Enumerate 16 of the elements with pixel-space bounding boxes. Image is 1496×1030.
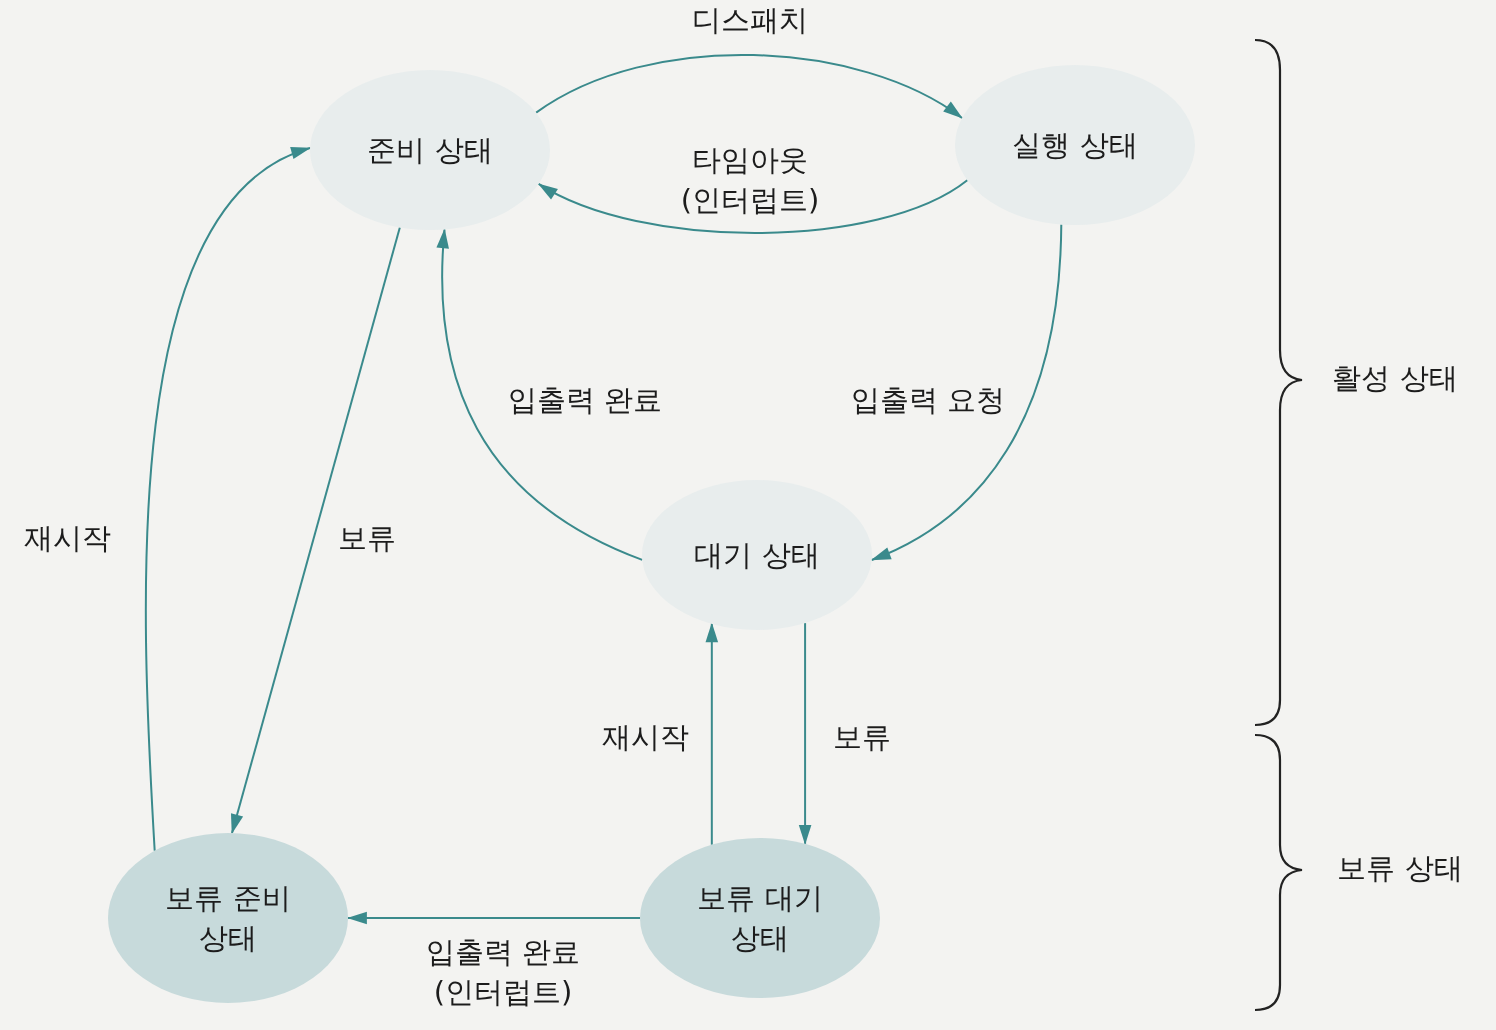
arrow [347, 911, 641, 925]
state-name: 보류 대기 상태 [696, 880, 824, 957]
state-name: 실행 상태 [1012, 127, 1138, 164]
arrow [145, 146, 312, 852]
state-name: 준비 상태 [367, 132, 493, 169]
state-name: 대기 상태 [694, 537, 820, 574]
group-label: 활성 상태 [1331, 360, 1459, 397]
arrow [705, 622, 719, 846]
arrow [535, 54, 964, 119]
state-name: 보류 준비 상태 [164, 880, 292, 957]
arrow [798, 622, 812, 845]
group-label: 보류 상태 [1336, 850, 1464, 887]
arrow [870, 223, 1063, 561]
arrow [537, 179, 969, 235]
arrow [437, 228, 644, 561]
arrow [230, 226, 401, 835]
